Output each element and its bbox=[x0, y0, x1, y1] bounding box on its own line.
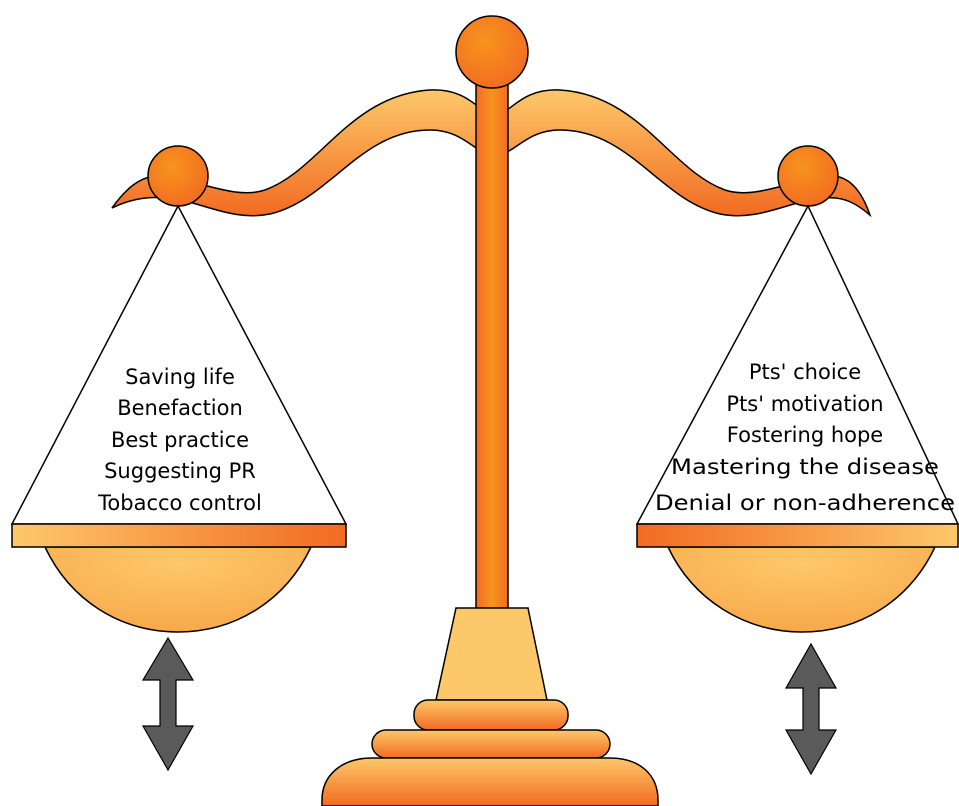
right-pan-bar bbox=[636, 523, 959, 548]
left-pan-item: Suggesting PR bbox=[104, 459, 256, 483]
left-pan-item: Benefaction bbox=[117, 396, 243, 420]
base-trapezoid bbox=[435, 607, 548, 701]
left-pan-item: Best practice bbox=[111, 428, 249, 452]
central-pole bbox=[475, 81, 509, 611]
right-pivot-knob bbox=[777, 145, 839, 207]
left-pan-bowl bbox=[43, 546, 313, 633]
right-pan-bowl bbox=[666, 546, 937, 633]
left-pan-label-group: Saving life Benefaction Best practice Su… bbox=[97, 365, 262, 515]
right-double-arrow-icon bbox=[784, 642, 838, 776]
base-tier-1 bbox=[413, 699, 569, 731]
left-pan-bar bbox=[11, 523, 347, 548]
right-pan-item: Mastering the disease bbox=[671, 455, 939, 479]
left-pivot-knob bbox=[147, 145, 209, 207]
top-finial bbox=[455, 15, 529, 89]
base-tier-3 bbox=[321, 757, 659, 806]
right-pan-label-group: Pts' choice Pts' motivation Fostering ho… bbox=[655, 360, 955, 515]
right-pan-item: Denial or non-adherence bbox=[655, 491, 955, 515]
right-pan-item: Pts' choice bbox=[749, 360, 861, 384]
left-double-arrow-icon bbox=[141, 636, 195, 772]
base-tier-2 bbox=[371, 729, 611, 759]
left-pan-item: Tobacco control bbox=[97, 491, 262, 515]
right-pan-item: Pts' motivation bbox=[726, 392, 883, 416]
right-pan-item: Fostering hope bbox=[727, 423, 883, 447]
left-pan-item: Saving life bbox=[125, 365, 235, 389]
